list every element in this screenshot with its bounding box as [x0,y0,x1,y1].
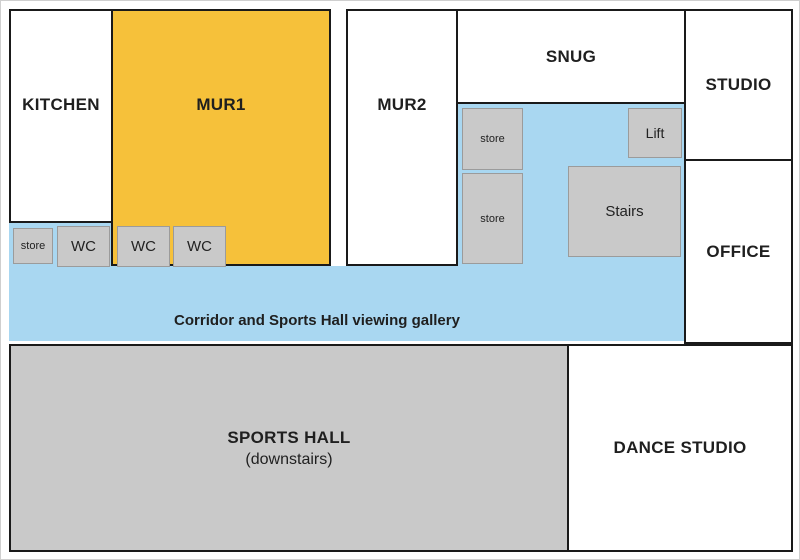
room-sports-hall: SPORTS HALL (downstairs) [9,344,569,552]
room-studio: STUDIO [684,9,793,161]
stairs-room: Stairs [568,166,681,257]
room-office-label: OFFICE [706,241,771,261]
room-snug-label: SNUG [545,46,597,66]
room-mur2: MUR2 [346,9,458,266]
corridor-label: Corridor and Sports Hall viewing gallery [174,312,460,329]
store-room-wc-row: store [13,228,53,264]
room-sports-hall-sublabel: (downstairs) [245,450,333,468]
wc-room-3: WC [173,226,226,267]
room-kitchen-label: KITCHEN [22,95,100,114]
room-sports-hall-label: SPORTS HALL [227,427,351,447]
room-office: OFFICE [684,159,793,344]
wc-room-1: WC [57,226,110,267]
wc-room-2: WC [117,226,170,267]
room-dance-studio: DANCE STUDIO [567,344,793,552]
room-mur1-label: MUR1 [196,95,246,114]
room-studio-label: STUDIO [705,75,772,94]
room-snug: SNUG [456,9,686,104]
room-dance-studio-label: DANCE STUDIO [613,438,747,457]
room-sports-hall-label-group: SPORTS HALL (downstairs) [227,428,350,469]
store-room-lower: store [462,173,523,264]
room-mur2-label: MUR2 [377,95,427,114]
store-room-upper: store [462,108,523,170]
room-mur1: MUR1 [111,9,331,266]
corridor-area-main [9,266,686,341]
room-kitchen: KITCHEN [9,9,113,223]
lift-room: Lift [628,108,682,158]
